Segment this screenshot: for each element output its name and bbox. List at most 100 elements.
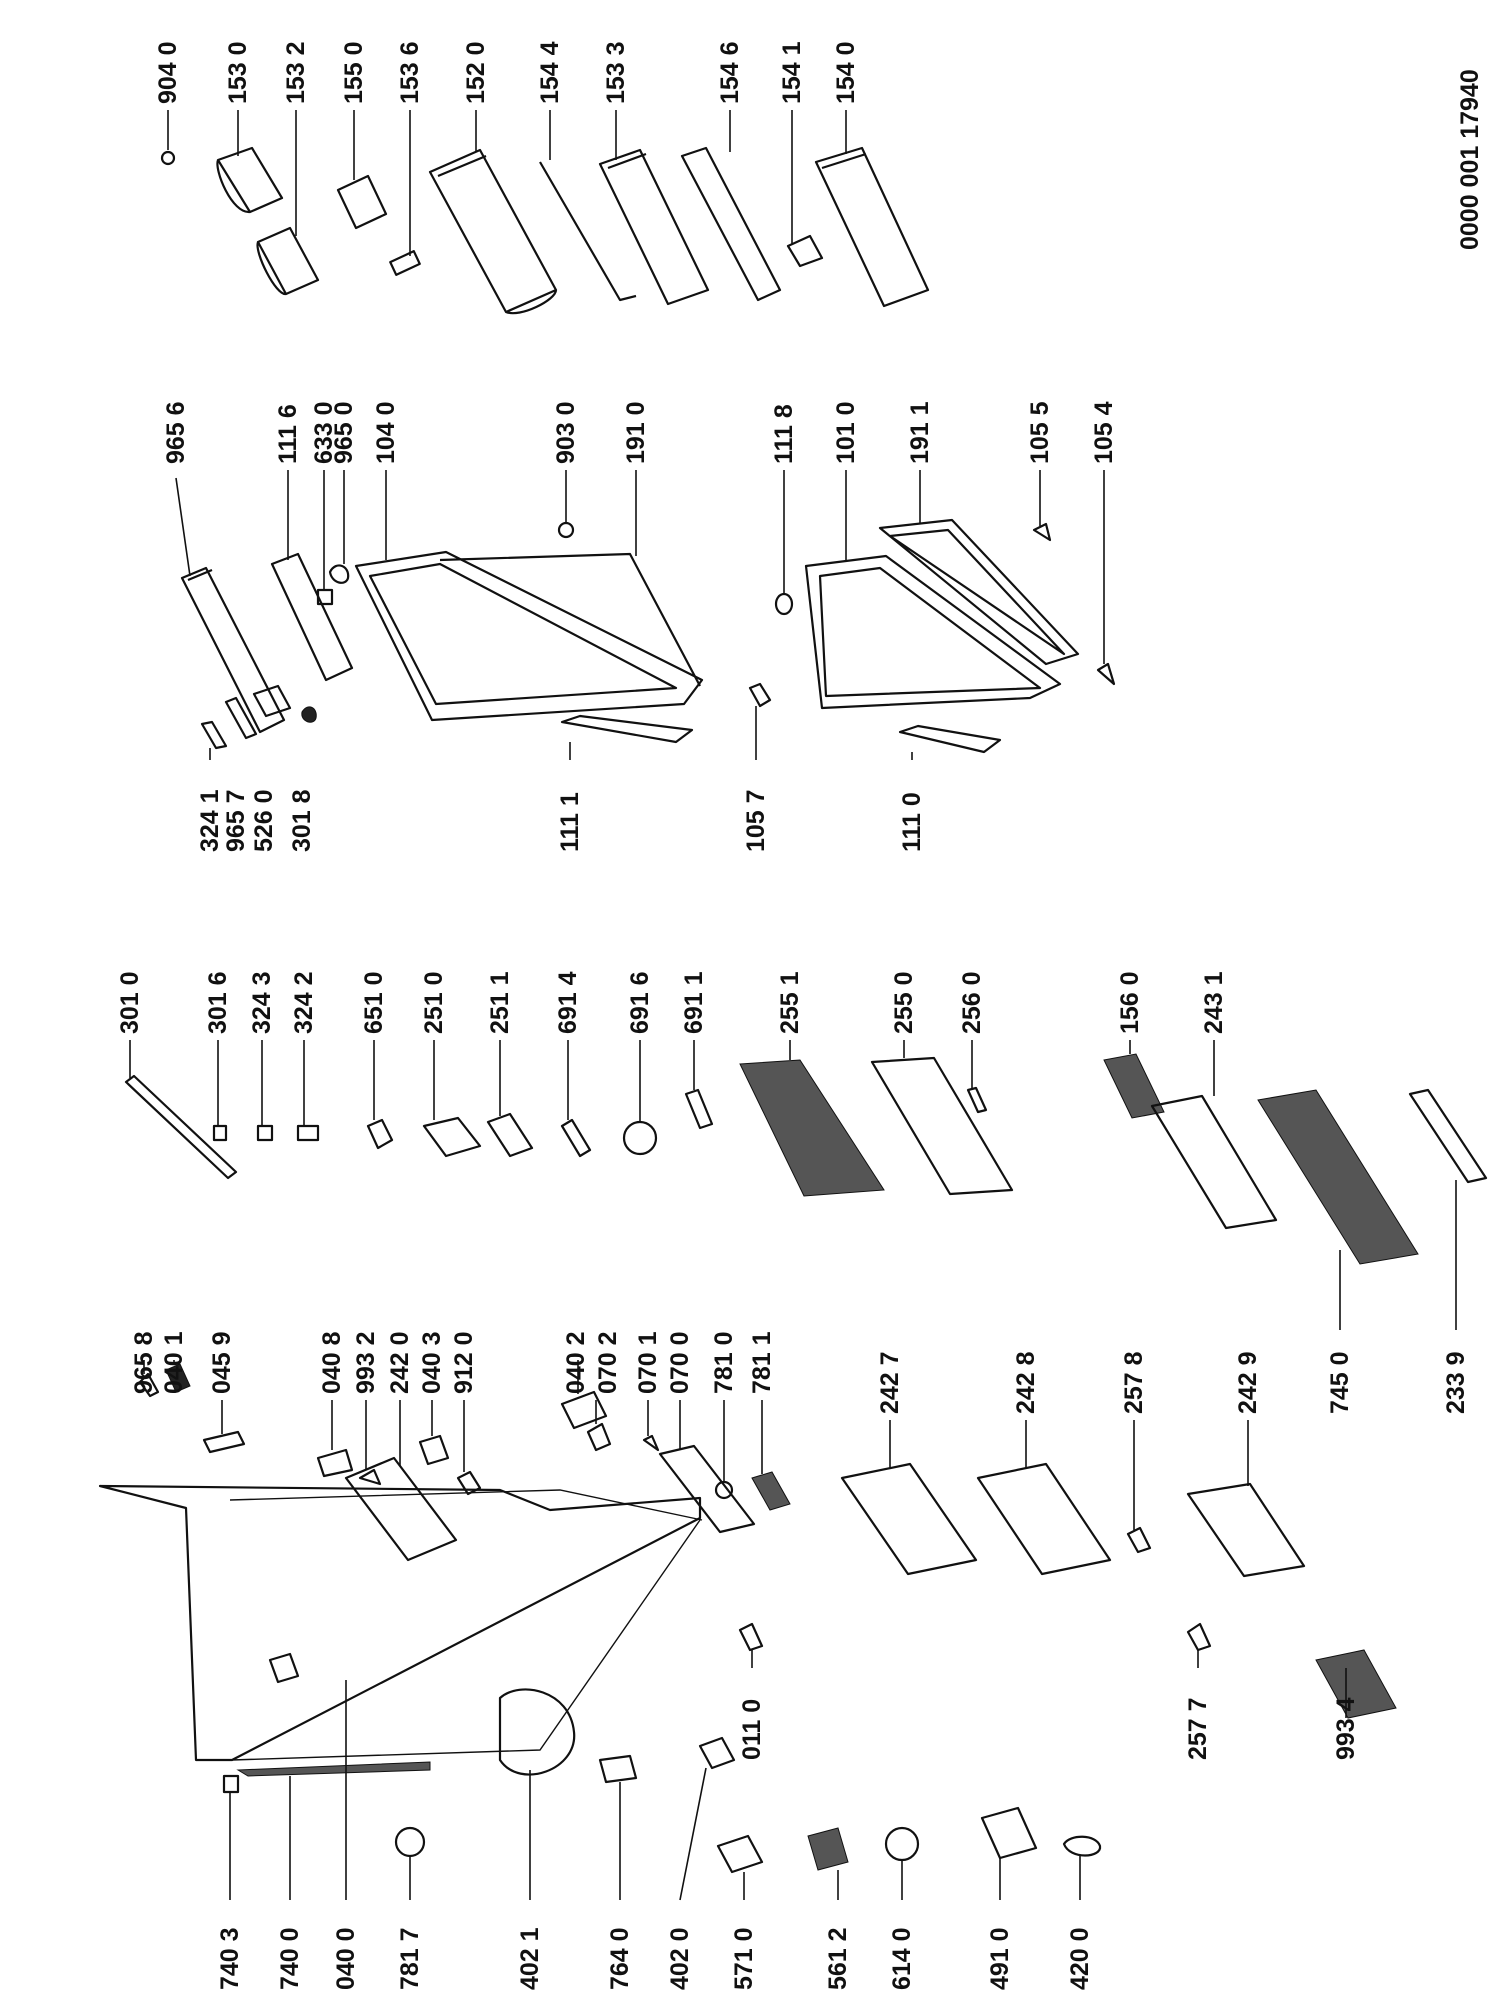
part-2429 <box>1186 1482 1306 1578</box>
label-2511: 251 1 <box>486 971 514 1034</box>
label-6330: 633 0 <box>310 401 338 464</box>
part-2550 <box>870 1056 1014 1196</box>
part-2510 <box>422 1116 482 1158</box>
part-1536 <box>389 250 421 276</box>
part-2560 <box>966 1086 988 1114</box>
label-6911: 691 1 <box>680 971 708 1034</box>
label-0403: 040 3 <box>418 1331 446 1394</box>
part-9040 <box>160 150 176 166</box>
label-2420: 242 0 <box>386 1331 414 1394</box>
label-1532: 153 2 <box>282 41 310 104</box>
part-2339 <box>1408 1088 1488 1184</box>
label-1520: 152 0 <box>462 41 490 104</box>
label-7640: 764 0 <box>606 1927 634 1990</box>
part-9657 <box>224 696 258 740</box>
door-assembly-group <box>180 518 1116 754</box>
part-3018 <box>301 706 317 723</box>
label-9650: 965 0 <box>330 401 358 464</box>
label-2510: 251 0 <box>420 971 448 1034</box>
part-1541 <box>786 234 824 268</box>
label-3016: 301 6 <box>204 971 232 1034</box>
label-7450: 745 0 <box>1326 1351 1354 1414</box>
part-2511 <box>486 1112 534 1158</box>
label-1111: 111 1 <box>556 792 584 852</box>
label-3243: 324 3 <box>248 971 276 1034</box>
label-5710: 571 0 <box>730 1927 758 1990</box>
label-4200: 420 0 <box>1066 1927 1094 1990</box>
cabinet-inner-edge <box>229 1489 703 1521</box>
part-1544 <box>539 161 637 302</box>
label-6510: 651 0 <box>360 971 388 1034</box>
part-9656-strip <box>180 566 286 734</box>
part-1010 <box>804 554 1062 710</box>
part-1540 <box>814 146 930 308</box>
part-5612 <box>807 1827 849 1871</box>
label-5260: 526 0 <box>250 789 278 852</box>
part-4021 <box>498 1688 576 1776</box>
part-6140 <box>884 1826 920 1862</box>
part-1911 <box>878 518 1080 666</box>
door-accessories-group <box>160 146 930 315</box>
part-0701 <box>642 1434 660 1452</box>
part-1532 <box>256 226 320 296</box>
label-1911: 191 1 <box>906 401 934 464</box>
label-0702: 070 2 <box>594 1331 622 1394</box>
part-0459 <box>202 1430 246 1454</box>
label-2429: 242 9 <box>1234 1351 1262 1414</box>
label-2577: 257 7 <box>1184 1697 1212 1760</box>
label-9932: 993 2 <box>352 1331 380 1394</box>
part-0401 <box>165 1363 191 1393</box>
part-5710 <box>716 1834 764 1874</box>
label-4021: 402 1 <box>516 1927 544 1990</box>
part-2427 <box>840 1462 978 1576</box>
label-7400: 740 0 <box>276 1927 304 1990</box>
part-3016 <box>212 1124 228 1142</box>
label-0408: 040 8 <box>318 1331 346 1394</box>
label-0400: 040 0 <box>332 1927 360 1990</box>
part-labels: 904 0 153 0 153 2 155 0 153 6 152 0 154 … <box>116 41 1470 1990</box>
label-9658: 965 8 <box>130 1331 158 1394</box>
label-9934: 993 4 <box>1332 1697 1360 1760</box>
label-0401: 040 1 <box>160 1331 188 1394</box>
part-1057 <box>748 682 772 708</box>
part-0702 <box>586 1422 612 1452</box>
part-1054 <box>1096 662 1116 686</box>
label-1536: 153 6 <box>396 41 424 104</box>
part-7817 <box>394 1826 426 1858</box>
part-1550 <box>336 174 388 230</box>
part-2428 <box>976 1462 1112 1576</box>
label-3018: 301 8 <box>288 789 316 852</box>
label-6140: 614 0 <box>888 1927 916 1990</box>
part-2551 <box>739 1059 885 1197</box>
label-3241: 324 1 <box>196 789 224 852</box>
label-1544: 154 4 <box>536 41 564 104</box>
label-1541: 154 1 <box>778 41 806 104</box>
label-1530: 153 0 <box>224 41 252 104</box>
part-4020 <box>698 1736 736 1770</box>
label-7810: 781 0 <box>710 1331 738 1394</box>
part-9658 <box>138 1372 160 1398</box>
label-6916: 691 6 <box>626 971 654 1034</box>
label-2578: 257 8 <box>1120 1351 1148 1414</box>
part-1118 <box>774 592 794 616</box>
label-2427: 242 7 <box>876 1351 904 1414</box>
part-4200 <box>1062 1835 1102 1857</box>
label-0701: 070 1 <box>634 1331 662 1394</box>
part-5260 <box>252 684 292 718</box>
label-1546: 154 6 <box>716 41 744 104</box>
part-6330 <box>316 588 334 606</box>
label-1116: 111 6 <box>274 404 302 464</box>
cabinet-group <box>98 1088 1488 1762</box>
part-9934 <box>1315 1649 1397 1719</box>
technical-parts-group <box>222 1652 1102 1874</box>
part-3241 <box>200 720 228 750</box>
label-1118: 111 8 <box>770 404 798 464</box>
cabinet-back-edge <box>231 1519 701 1761</box>
label-3010: 301 0 <box>116 971 144 1034</box>
part-1111 <box>560 714 694 744</box>
part-1546 <box>680 146 782 302</box>
part-1040 <box>354 550 704 722</box>
part-3242 <box>296 1124 320 1142</box>
part-7640 <box>598 1754 638 1784</box>
label-2560: 256 0 <box>958 971 986 1034</box>
